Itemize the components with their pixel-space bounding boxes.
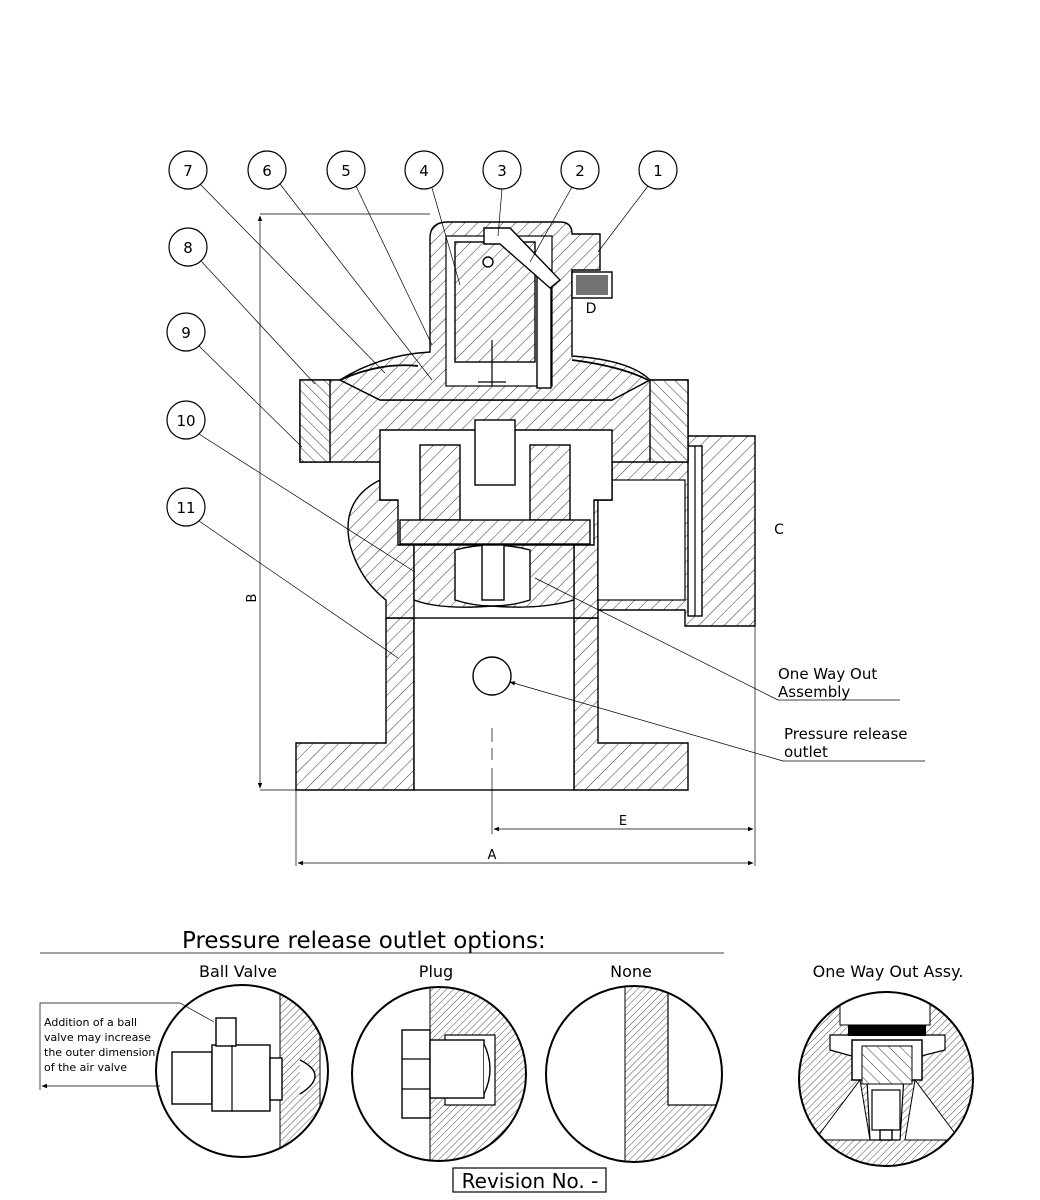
ball-valve-note-line1: Addition of a ball: [44, 1016, 137, 1029]
nozzle: [483, 227, 562, 289]
base-flange-right: [573, 617, 689, 791]
plug-label: Plug: [419, 962, 453, 981]
options-section: Pressure release outlet options: Ball Va…: [39, 928, 974, 1167]
balloon-10: 10: [166, 400, 416, 573]
pressure-release-callout-line2: outlet: [784, 743, 828, 761]
svg-text:6: 6: [262, 162, 272, 180]
part-balloons: 1 2 3 4 5 6 7: [166, 150, 678, 659]
ball-valve-note-line4: of the air valve: [44, 1061, 127, 1074]
one-way-out-assy-label: One Way Out Assy.: [813, 962, 964, 981]
svg-text:8: 8: [183, 239, 193, 257]
revision-box: Revision No. -: [452, 1167, 607, 1193]
options-heading: Pressure release outlet options:: [182, 928, 546, 954]
dim-c-label: C: [774, 522, 784, 538]
svg-text:1: 1: [653, 162, 663, 180]
dim-a-label: A: [488, 848, 497, 863]
svg-text:2: 2: [575, 162, 585, 180]
balloon-8: 8: [168, 227, 316, 385]
balloon-4: 4: [404, 150, 461, 286]
balloon-2: 2: [529, 150, 600, 263]
callouts: One Way Out Assembly Pressure release ou…: [509, 577, 925, 762]
svg-text:5: 5: [341, 162, 351, 180]
main-valve-section: [295, 221, 756, 791]
ball-valve-label: Ball Valve: [199, 962, 277, 981]
balloon-1: 1: [597, 150, 678, 253]
ball-valve-detail: Addition of a ball valve may increase th…: [39, 984, 329, 1158]
cover-rim-right: [571, 359, 649, 381]
balloon-3: 3: [482, 150, 522, 237]
center-bore: [413, 617, 575, 791]
left-clamp: [299, 379, 331, 463]
drain-plug: [481, 544, 505, 601]
pressure-release-hole: [472, 656, 512, 696]
none-detail: [545, 985, 723, 1163]
lower-plate: [399, 519, 591, 545]
seat-block-left: [419, 444, 461, 521]
svg-text:3: 3: [497, 162, 507, 180]
one-way-out-callout-line2: Assembly: [778, 683, 850, 701]
svg-text:11: 11: [176, 499, 195, 517]
balloon-11: 11: [166, 487, 399, 659]
svg-text:9: 9: [181, 324, 191, 342]
dim-e-label: E: [619, 814, 627, 829]
one-way-out-detail: [798, 991, 974, 1167]
balloon-5: 5: [326, 150, 433, 346]
balloon-6: 6: [247, 150, 433, 381]
svg-text:10: 10: [176, 412, 195, 430]
plug-detail: [351, 986, 527, 1162]
dim-d-label: D: [586, 301, 597, 317]
ball-valve-note-line3: the outer dimension: [44, 1046, 155, 1059]
svg-text:7: 7: [183, 162, 193, 180]
balloon-9: 9: [166, 312, 303, 448]
seat-block-right: [529, 444, 571, 521]
right-clamp: [649, 379, 689, 463]
dim-b-label: B: [245, 594, 260, 603]
pressure-release-callout-line1: Pressure release: [784, 725, 908, 743]
central-stem: [474, 419, 516, 486]
one-way-out-callout-line1: One Way Out: [778, 665, 877, 683]
revision-text: Revision No. -: [462, 1169, 599, 1193]
base-flange: [295, 617, 415, 791]
dimensions: B E A C D: [245, 213, 784, 866]
balloon-7: 7: [168, 150, 386, 374]
none-label: None: [610, 962, 652, 981]
svg-text:4: 4: [419, 162, 429, 180]
ball-valve-note-line2: valve may increase: [44, 1031, 151, 1044]
